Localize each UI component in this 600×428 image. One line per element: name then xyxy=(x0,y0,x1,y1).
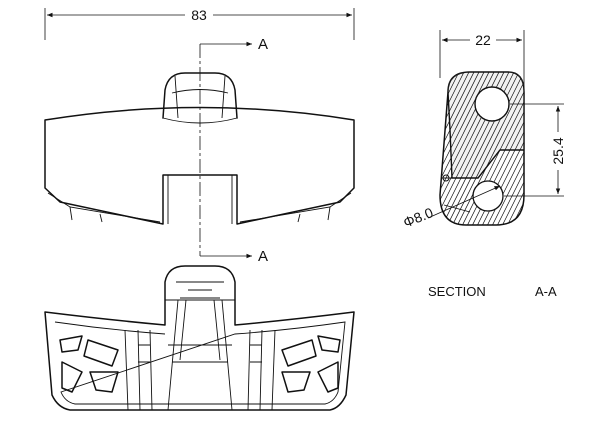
pocket-left-4 xyxy=(89,371,119,393)
dimension-overall-width: 83 xyxy=(44,7,355,40)
dimension-section-height: 25.4 xyxy=(504,103,566,197)
section-marker-top: A xyxy=(258,36,268,53)
top-view-outline xyxy=(44,106,355,225)
hole-diameter-label: Φ8.0 xyxy=(401,204,436,230)
section-width-label: 22 xyxy=(475,32,491,48)
section-upper-hole xyxy=(474,86,510,122)
overall-width-label: 83 xyxy=(191,7,207,23)
pocket-left-2 xyxy=(83,339,119,367)
section-caption: SECTION A-A xyxy=(428,284,557,299)
section-view: 22 25.4 Φ8.0 xyxy=(401,30,566,231)
bottom-view-outline xyxy=(44,265,355,411)
pocket-right-4 xyxy=(281,371,311,393)
pocket-right-3 xyxy=(317,361,339,393)
pocket-right-1 xyxy=(317,335,341,353)
section-height-label: 25.4 xyxy=(550,137,566,164)
pocket-right-2 xyxy=(281,339,317,367)
section-caption-name: A-A xyxy=(535,284,557,299)
section-cut-line: A A xyxy=(199,36,268,265)
pocket-left-1 xyxy=(59,335,83,353)
section-marker-bottom: A xyxy=(258,248,268,265)
dimension-section-width: 22 xyxy=(439,30,525,90)
top-view: 83 A A xyxy=(44,7,355,265)
section-caption-word: SECTION xyxy=(428,284,486,299)
top-view-bottom-contour xyxy=(47,192,352,223)
bottom-view xyxy=(44,265,355,411)
pocket-left-3 xyxy=(61,361,83,393)
